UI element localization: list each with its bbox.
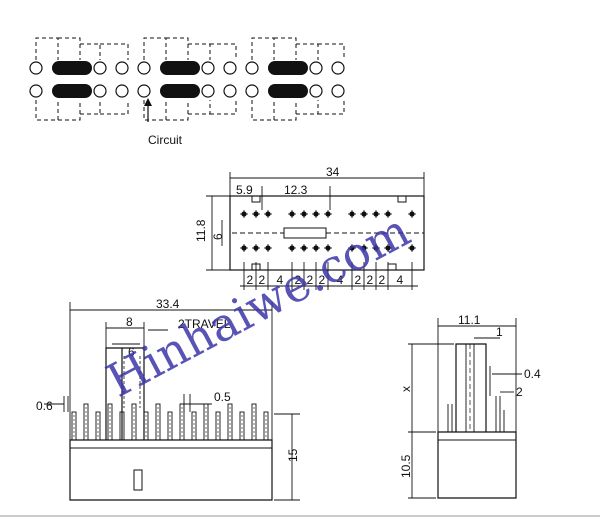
contact-circle xyxy=(115,84,129,98)
top-view xyxy=(206,172,425,290)
pitch-label: 2 xyxy=(307,273,314,287)
front-travel-label: 2TRAVEL xyxy=(178,317,231,331)
side-dim1-label: 1 xyxy=(496,325,503,339)
pitch-label: 4 xyxy=(277,273,284,287)
front-pin xyxy=(71,411,77,441)
top-width-label: 34 xyxy=(326,165,340,179)
front-pin xyxy=(215,411,221,441)
contact-circle xyxy=(93,84,107,98)
contact-circle xyxy=(309,84,323,98)
watermark-text: Hinhaiwe.com xyxy=(98,203,419,408)
contact-circle xyxy=(223,61,237,75)
pitch-label: 2 xyxy=(259,273,266,287)
front-view-window xyxy=(133,469,143,491)
circuit-label: Circuit xyxy=(148,133,183,147)
contact-circle xyxy=(137,84,151,98)
contact-circle xyxy=(29,61,43,75)
contact-circle xyxy=(331,84,345,98)
top-view-pitch-ticks xyxy=(243,262,413,290)
contact-circle xyxy=(201,84,215,98)
front-pin xyxy=(167,411,173,441)
front-pin xyxy=(107,403,113,441)
contact-circle xyxy=(309,61,323,75)
pitch-label: 2 xyxy=(367,273,374,287)
side-view-actuator xyxy=(455,343,487,432)
circuit-diagram xyxy=(29,37,345,122)
contact-circle xyxy=(115,61,129,75)
circuit-dashed-links xyxy=(35,37,345,121)
front-pin xyxy=(131,403,137,441)
side-actuator-label: x xyxy=(399,386,413,392)
contact-circle xyxy=(245,84,259,98)
top-view-pins xyxy=(240,210,416,252)
front-height-label: 15 xyxy=(286,448,300,462)
side-width-label: 11.1 xyxy=(458,313,481,327)
front-pin xyxy=(179,403,185,441)
pitch-label: 2 xyxy=(295,273,302,287)
top-view-slider xyxy=(283,227,327,239)
front-dim6-label: 6 xyxy=(128,345,135,359)
side-dim04-label: 0.4 xyxy=(524,367,541,381)
front-pin xyxy=(155,403,161,441)
front-dim8-label: 8 xyxy=(126,315,133,329)
front-pin xyxy=(191,411,197,441)
circuit-contacts xyxy=(29,61,345,98)
front-pin xyxy=(95,411,101,441)
front-width-label: 33.4 xyxy=(156,297,180,311)
side-view xyxy=(408,318,522,499)
contact-circle xyxy=(29,84,43,98)
front-pin xyxy=(239,411,245,441)
top-height-label: 11.8 xyxy=(194,219,208,242)
front-pin-gap-label: 0.5 xyxy=(214,390,231,404)
pitch-label: 2 xyxy=(355,273,362,287)
pitch-label: 2 xyxy=(247,273,254,287)
top-offset-label: 5.9 xyxy=(236,183,253,197)
front-pin-width-label: 0.6 xyxy=(36,399,53,413)
side-dim2-label: 2 xyxy=(516,385,523,399)
contact-circle xyxy=(201,61,215,75)
front-pin xyxy=(203,403,209,441)
top-span-label: 12.3 xyxy=(284,183,308,197)
contact-circle xyxy=(137,61,151,75)
contact-circle xyxy=(223,84,237,98)
front-pin xyxy=(227,403,233,441)
pitch-label: 4 xyxy=(397,273,404,287)
front-view xyxy=(44,302,300,501)
contact-circle xyxy=(245,61,259,75)
circuit-arrow xyxy=(144,98,152,122)
front-pin xyxy=(251,403,257,441)
front-pin xyxy=(119,411,125,441)
side-view-body xyxy=(437,431,517,499)
pitch-label: 2 xyxy=(379,273,386,287)
contact-circle xyxy=(93,61,107,75)
pitch-label: 2 xyxy=(319,273,326,287)
front-view-pins xyxy=(71,403,269,441)
front-pin xyxy=(143,411,149,441)
top-inner-height-label: 6 xyxy=(211,233,225,240)
front-view-body xyxy=(69,439,273,501)
side-body-height-label: 10.5 xyxy=(399,454,413,478)
front-pin xyxy=(83,403,89,441)
circuit-sliders xyxy=(52,61,308,98)
front-pin xyxy=(263,411,269,441)
contact-circle xyxy=(331,61,345,75)
pitch-label: 4 xyxy=(337,273,344,287)
